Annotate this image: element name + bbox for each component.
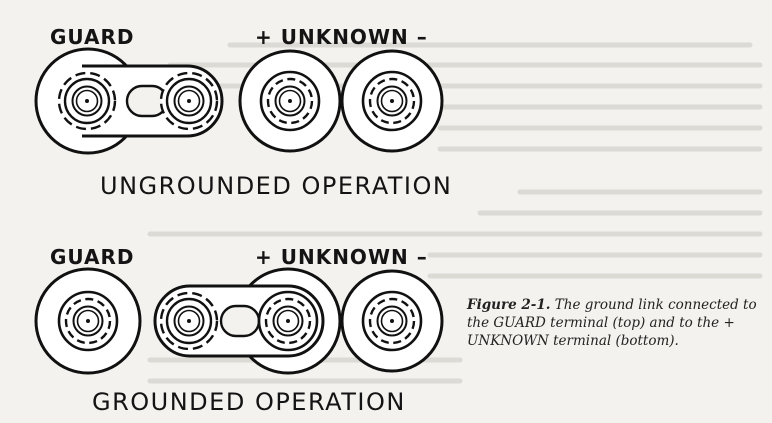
unknown-minus-nut bbox=[361, 290, 423, 352]
guard-label-top: GUARD bbox=[50, 25, 135, 49]
unknown-plus-nut bbox=[259, 70, 321, 132]
figure-caption: Figure 2-1. The ground link connected to… bbox=[467, 296, 767, 350]
unknown-label-top: + UNKNOWN – bbox=[255, 25, 428, 49]
figure-number: Figure 2-1. bbox=[467, 297, 551, 313]
guard-nut bbox=[57, 71, 117, 131]
grounded-panel bbox=[34, 267, 444, 375]
unknown-label-bottom: + UNKNOWN – bbox=[255, 245, 428, 269]
guard-nut bbox=[57, 290, 119, 352]
ungrounded-panel bbox=[34, 47, 444, 155]
guard-label-bottom: GUARD bbox=[50, 245, 135, 269]
unknown-minus-nut bbox=[361, 70, 423, 132]
ungrounded-operation-heading: UNGROUNDED OPERATION bbox=[100, 172, 453, 200]
link-stud-nut bbox=[159, 71, 219, 131]
link-stud-nut bbox=[159, 291, 219, 351]
unknown-plus-nut bbox=[257, 290, 319, 352]
ground-link-slot bbox=[219, 304, 261, 338]
caption-text: The ground link connected to the GUARD t… bbox=[467, 297, 757, 349]
grounded-operation-heading: GROUNDED OPERATION bbox=[92, 388, 406, 416]
